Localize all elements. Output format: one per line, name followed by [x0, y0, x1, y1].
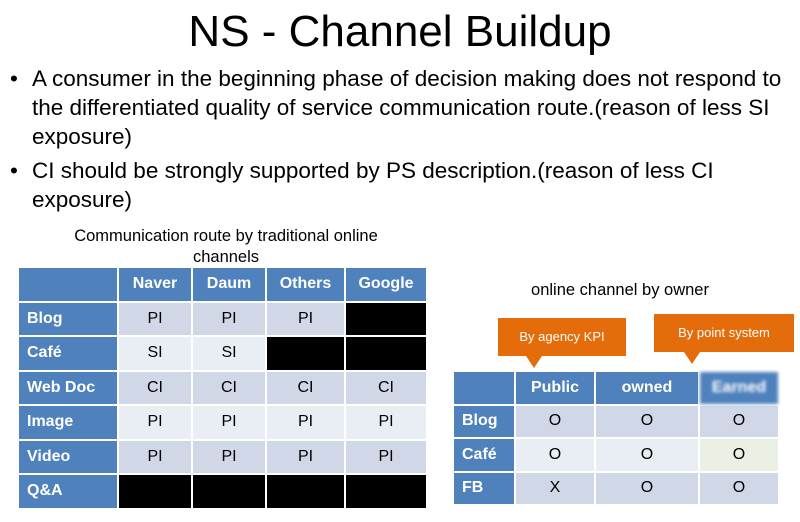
blacked-out-cell [265, 335, 346, 372]
table-cell: SI [117, 335, 193, 372]
table-cell: O [594, 470, 700, 506]
point-system-callout: By point system [654, 314, 794, 364]
table-cell: X [514, 470, 596, 506]
table-cell: PI [265, 438, 346, 475]
row-header: Café [452, 437, 516, 473]
row-header: Video [17, 438, 119, 475]
row-header: Café [17, 335, 119, 372]
table-cell: CI [191, 369, 267, 406]
column-header: Daum [191, 266, 267, 303]
row-header: Image [17, 404, 119, 441]
table-row: Blog PI PI PI [17, 300, 428, 337]
table-cell: PI [265, 404, 346, 441]
blacked-out-cell [344, 473, 428, 510]
bullet-text: A consumer in the beginning phase of dec… [32, 66, 782, 149]
table-cell: CI [344, 369, 428, 406]
callout-label: By point system [678, 325, 770, 340]
table-cell: PI [344, 404, 428, 441]
table-cell: O [514, 403, 596, 439]
table-cell: PI [265, 300, 346, 337]
table-row: Web Doc CI CI CI CI [17, 369, 428, 406]
column-header: Others [265, 266, 346, 303]
blacked-out-cell [265, 473, 346, 510]
callout-arrow [684, 352, 700, 364]
table-row: Café SI SI [17, 335, 428, 372]
bullet-text: CI should be strongly supported by PS de… [32, 158, 714, 212]
agency-kpi-callout: By agency KPI [498, 318, 626, 368]
route-table: Naver Daum Others Google Blog PI PI PI C… [17, 266, 428, 510]
table-cell: PI [191, 438, 267, 475]
blacked-out-cell [344, 335, 428, 372]
table-row: Q&A [17, 473, 428, 510]
column-header: Public [514, 370, 596, 406]
row-header: FB [452, 470, 516, 506]
table-cell: PI [117, 300, 193, 337]
bullet-item: •CI should be strongly supported by PS d… [10, 158, 714, 212]
table-cell: O [698, 403, 780, 439]
table-cell: PI [191, 300, 267, 337]
table-row: Video PI PI PI PI [17, 438, 428, 475]
table-cell: CI [117, 369, 193, 406]
blacked-out-cell [191, 473, 267, 510]
table-cell: O [594, 437, 700, 473]
table1-caption: Communication route by traditional onlin… [74, 227, 378, 266]
corner-cell [17, 266, 119, 303]
column-header: owned [594, 370, 700, 406]
table-cell: PI [344, 438, 428, 475]
table-cell: PI [117, 438, 193, 475]
owner-table: Public owned Earned Blog O O O Café O O … [452, 370, 780, 506]
row-header: Blog [17, 300, 119, 337]
bullet-item: •A consumer in the beginning phase of de… [10, 66, 782, 149]
column-header: Naver [117, 266, 193, 303]
table-cell: PI [117, 404, 193, 441]
table-row: Blog O O O [452, 403, 780, 439]
corner-cell [452, 370, 516, 406]
column-header: Google [344, 266, 428, 303]
table-cell: O [698, 470, 780, 506]
table-cell: PI [191, 404, 267, 441]
table-cell: O [594, 403, 700, 439]
callout-arrow [526, 356, 542, 368]
blacked-out-cell [344, 300, 428, 337]
table-cell: O [514, 437, 596, 473]
row-header: Web Doc [17, 369, 119, 406]
blacked-out-cell [117, 473, 193, 510]
table-cell: O [698, 437, 780, 473]
table-header-row: Public owned Earned [452, 370, 780, 406]
column-header: Earned [698, 370, 780, 406]
table-header-row: Naver Daum Others Google [17, 266, 428, 303]
table2-caption: online channel by owner [531, 281, 709, 299]
slide-title: NS - Channel Buildup [188, 7, 612, 56]
table-row: Image PI PI PI PI [17, 404, 428, 441]
table-row: Café O O O [452, 437, 780, 473]
table-row: FB X O O [452, 470, 780, 506]
table-cell: SI [191, 335, 267, 372]
bullet-list: •A consumer in the beginning phase of de… [10, 64, 795, 219]
row-header: Q&A [17, 473, 119, 510]
row-header: Blog [452, 403, 516, 439]
callout-label: By agency KPI [519, 329, 605, 344]
table-cell: CI [265, 369, 346, 406]
